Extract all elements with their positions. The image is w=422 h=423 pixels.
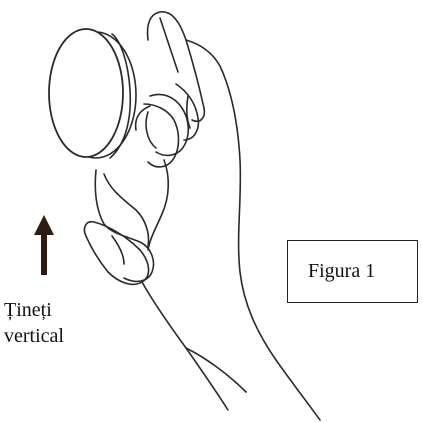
figure-caption-box: Figura 1	[287, 240, 418, 303]
instruction-line-1: Țineți	[4, 297, 114, 323]
hold-vertical-instruction: Țineți vertical	[4, 297, 114, 349]
arrow-up-icon	[34, 215, 54, 275]
instruction-line-2: vertical	[4, 323, 114, 349]
device-drawing	[49, 29, 136, 158]
figure-label: Figura 1	[308, 259, 375, 283]
